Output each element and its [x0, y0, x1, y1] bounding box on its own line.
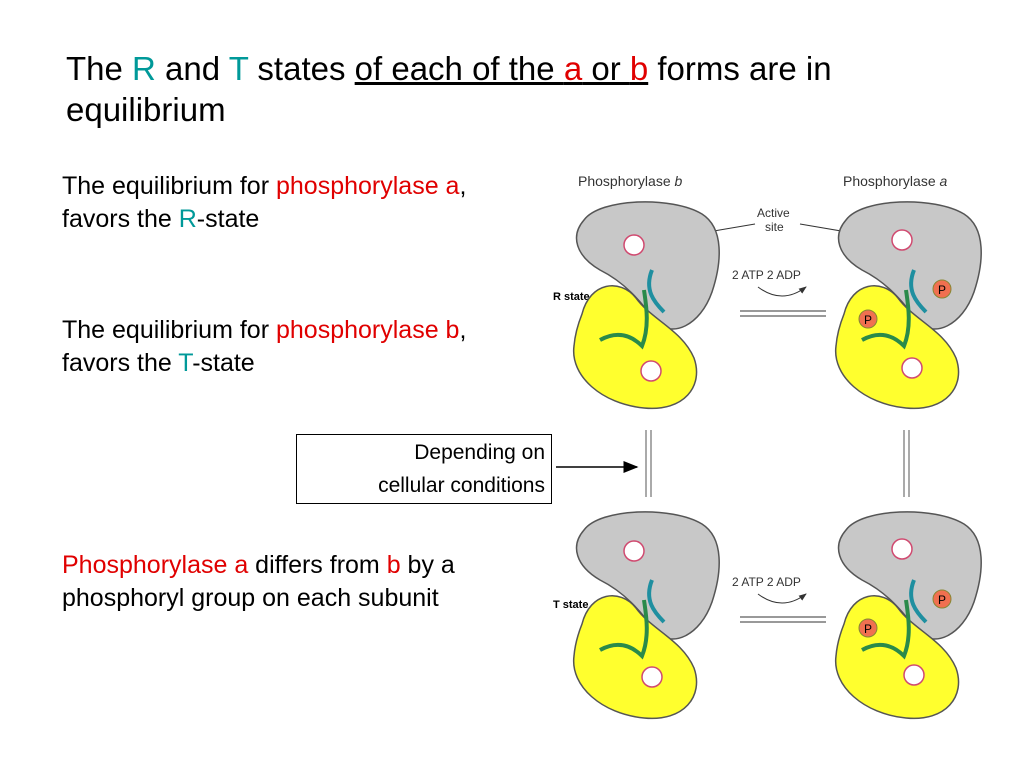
title-r-state: R — [132, 50, 156, 87]
title-form-a: a — [563, 50, 583, 87]
paragraph-phosphorylase-b: The equilibrium for phosphorylase b, fav… — [62, 314, 537, 380]
label-phosphorylase-b: Phosphorylase b — [578, 173, 683, 189]
paragraph-phosphorylase-a: The equilibrium for phosphorylase a, fav… — [62, 170, 537, 236]
label-phosphorylase-a: Phosphorylase a — [843, 173, 948, 189]
reaction-curve-top — [757, 286, 807, 297]
phosphate-group-icon: P — [858, 618, 878, 638]
vertical-equilibrium-left — [645, 430, 652, 497]
text: by a phosphoryl group on each subunit — [62, 551, 455, 612]
highlight-red: Phosphorylase a — [62, 551, 249, 579]
label-atp-adp-bottom: 2 ATP 2 ADP — [732, 575, 801, 589]
phosphate-group-icon: P — [858, 309, 878, 329]
phosphate-group-icon: P — [932, 279, 952, 299]
highlight-teal: T — [178, 349, 193, 377]
paragraph-difference: Phosphorylase a differs from b by a phos… — [62, 549, 537, 615]
title-form-b: b — [629, 50, 649, 87]
title-t-state: T — [228, 50, 249, 87]
enzyme-b-r-state — [573, 201, 720, 410]
title-underlined-text: of each of the — [354, 50, 564, 87]
highlight-teal: R — [178, 205, 197, 233]
highlight-red: phosphorylase a — [275, 172, 460, 200]
text: The equilibrium for — [62, 172, 276, 200]
svg-text:P: P — [938, 593, 946, 607]
text: -state — [192, 349, 255, 377]
phosphate-group-icon: P — [932, 589, 952, 609]
svg-text:P: P — [864, 313, 872, 327]
vertical-equilibrium-right — [903, 430, 910, 497]
highlight-red: phosphorylase b — [275, 316, 460, 344]
title-text: The — [66, 50, 133, 87]
label-active-site: Active — [757, 206, 790, 220]
enzyme-b-t-state — [573, 511, 720, 720]
svg-text:P: P — [938, 283, 946, 297]
label-r-state: R state — [553, 291, 590, 303]
highlight-red: b — [386, 551, 401, 579]
text: , favors the — [62, 172, 467, 233]
text: The equilibrium for — [62, 316, 276, 344]
enzyme-a-r-state: P P — [835, 201, 982, 410]
title-text: forms are in equilibrium — [66, 50, 832, 128]
slide-title: The R and T states of each of the a or b… — [66, 48, 966, 130]
label-t-state: T state — [553, 599, 588, 611]
callout-line: cellular conditions — [378, 474, 545, 497]
callout-line: Depending on — [414, 441, 545, 464]
svg-text:P: P — [864, 622, 872, 636]
title-text: states — [248, 50, 355, 87]
enzyme-a-t-state: P P — [835, 511, 982, 720]
text: , favors the — [62, 316, 467, 377]
text: -state — [196, 205, 260, 233]
text: differs from — [248, 551, 387, 579]
callout-box: Depending on cellular conditions — [296, 434, 552, 504]
title-underlined-text: or — [582, 50, 630, 87]
title-text: and — [155, 50, 229, 87]
label-atp-adp-top: 2 ATP 2 ADP — [732, 268, 801, 282]
reaction-curve-bottom — [757, 593, 807, 604]
label-active-site-2: site — [765, 220, 784, 234]
